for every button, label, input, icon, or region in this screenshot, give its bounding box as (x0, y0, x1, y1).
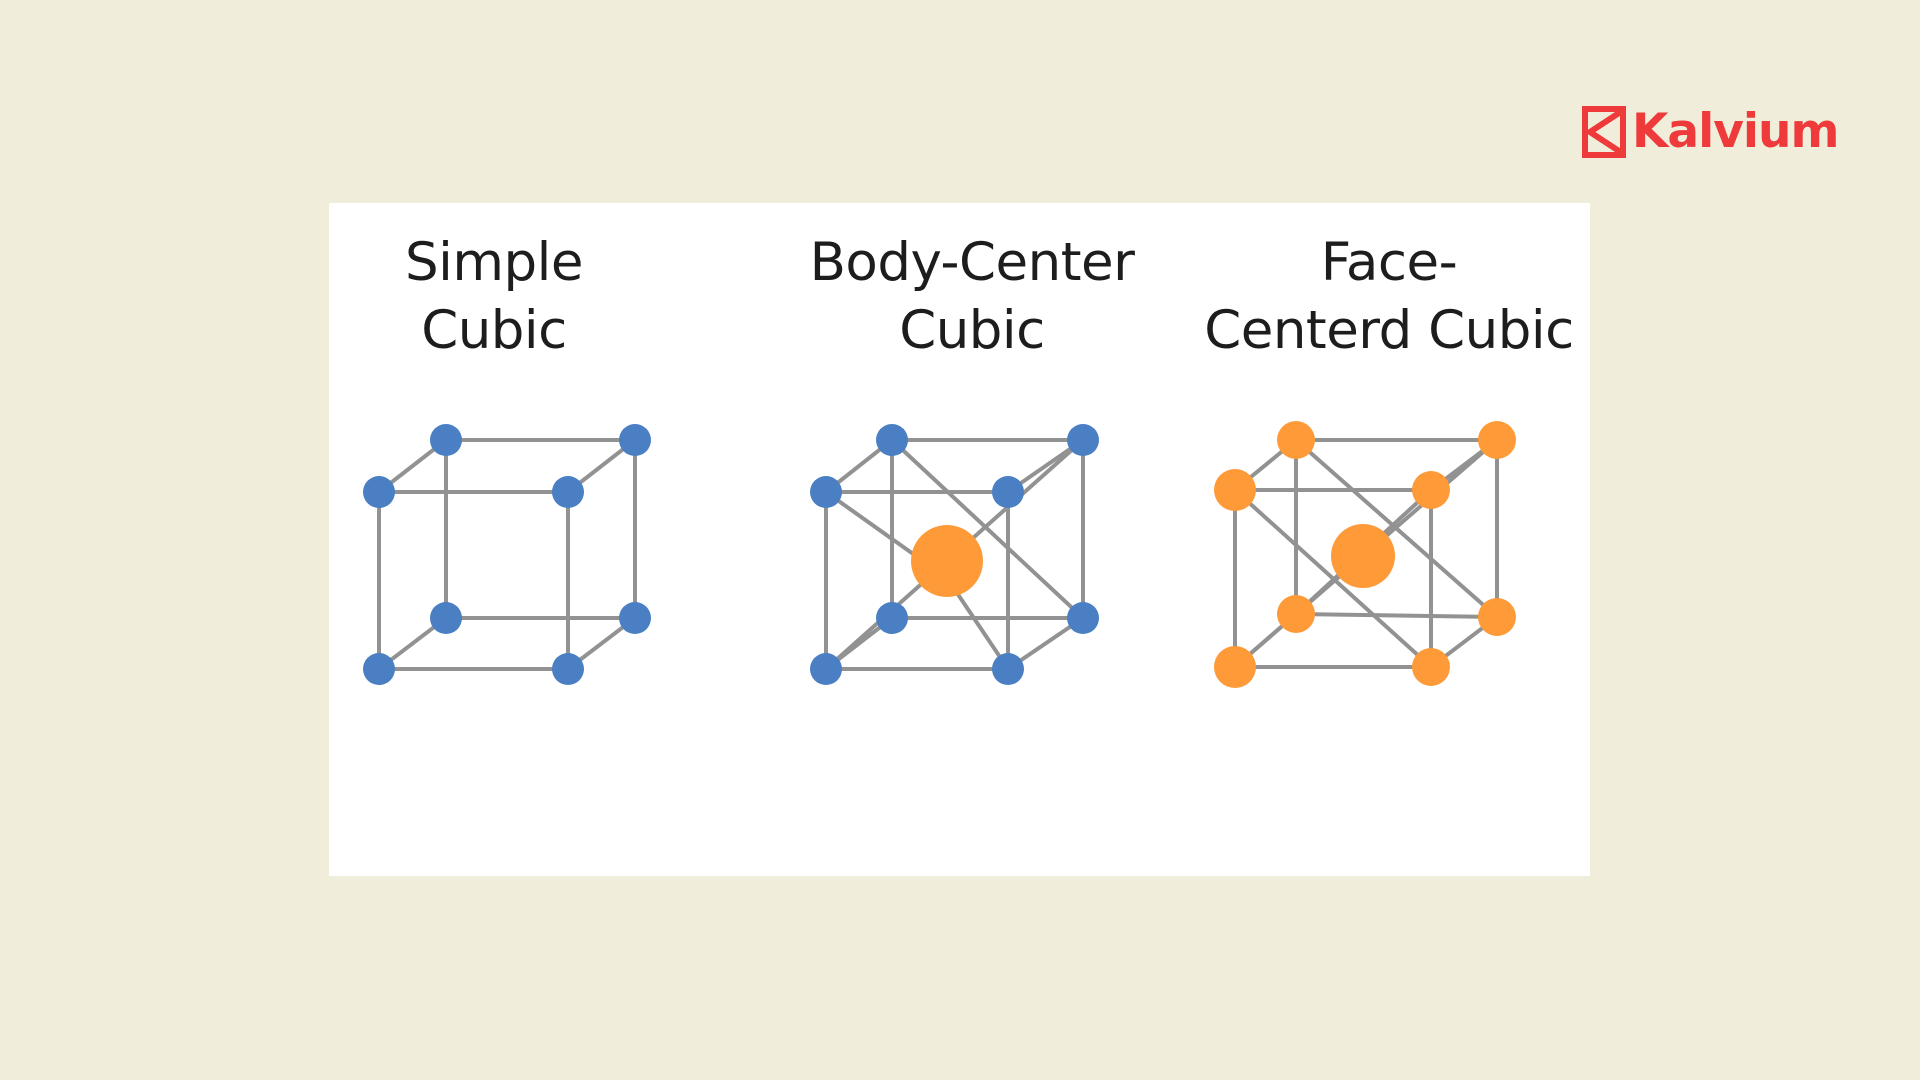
corner-atom (992, 476, 1024, 508)
simple-cubic-lattice (363, 424, 651, 685)
kalvium-logo-text: Kalvium (1632, 104, 1839, 159)
simple-cubic-title-line-2: Cubic (421, 300, 567, 361)
corner-atom (363, 476, 395, 508)
corner-atom (1277, 421, 1315, 459)
crystal-lattice-diagrams (363, 421, 1516, 688)
corner-atom (619, 424, 651, 456)
corner-atom (363, 653, 395, 685)
corner-atom (552, 476, 584, 508)
face-centered-cubic-title-line-1: Face- (1320, 232, 1458, 293)
corner-atom (430, 602, 462, 634)
corner-atom (1277, 595, 1315, 633)
corner-atom (992, 653, 1024, 685)
corner-atom (876, 602, 908, 634)
crystal-structures-panel: Simple Cubic Body-Center Cubic Face- Cen… (329, 203, 1590, 876)
body-centered-cubic-lattice (810, 424, 1099, 685)
kalvium-logo-icon (1582, 106, 1626, 158)
simple-cubic-title-line-1: Simple (405, 232, 583, 293)
corner-atom (1067, 602, 1099, 634)
corner-atom (1412, 471, 1450, 509)
corner-atom (1214, 646, 1256, 688)
corner-atom (619, 602, 651, 634)
body-centered-cubic-title-line-2: Cubic (899, 300, 1045, 361)
corner-atom (1214, 469, 1256, 511)
corner-atom (1067, 424, 1099, 456)
face-center-atom (1331, 524, 1395, 588)
corner-atom (552, 653, 584, 685)
face-centered-cubic-lattice (1214, 421, 1516, 688)
corner-atom (810, 476, 842, 508)
simple-cubic-edges (377, 438, 637, 671)
kalvium-logo: Kalvium (1582, 104, 1839, 160)
simple-cubic-title: Simple Cubic (329, 229, 659, 365)
body-centered-cubic-title-line-1: Body-Center (809, 232, 1135, 293)
corner-atom (1412, 648, 1450, 686)
body-centered-cubic-title: Body-Center Cubic (752, 229, 1192, 365)
corner-atom (876, 424, 908, 456)
corner-atom (1478, 598, 1516, 636)
body-center-atom (911, 525, 983, 597)
face-centered-cubic-title-line-2: Centerd Cubic (1204, 300, 1574, 361)
corner-atom (430, 424, 462, 456)
corner-atom (1478, 421, 1516, 459)
face-centered-cubic-title: Face- Centerd Cubic (1179, 229, 1599, 365)
corner-atom (810, 653, 842, 685)
